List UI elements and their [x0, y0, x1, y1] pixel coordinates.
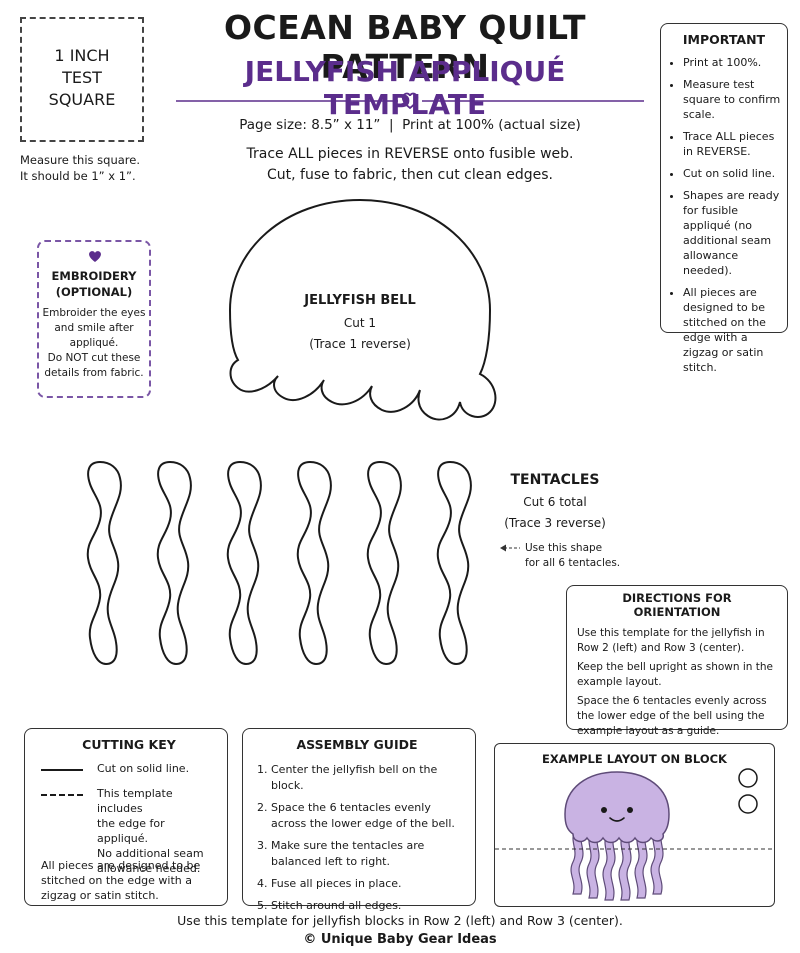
important-box: IMPORTANT Print at 100%. Measure test sq…	[660, 23, 788, 374]
test-square-line3: SQUARE	[48, 90, 116, 109]
dashed-line-label: This template includes	[97, 787, 173, 815]
assembly-step: Fuse all pieces in place.	[271, 876, 465, 892]
test-square-caption-2: It should be 1” x 1”.	[20, 169, 136, 183]
tentacle-shape	[366, 461, 402, 665]
important-item: Cut on solid line.	[683, 166, 781, 181]
directions-box: DIRECTIONS FOR ORIENTATION Use this temp…	[566, 585, 788, 737]
bell-cut: Cut 1	[343, 316, 377, 330]
jellyfish-bell-template	[228, 198, 497, 421]
embroidery-line: Do NOT cut these	[47, 352, 141, 364]
solid-line-sample	[41, 769, 83, 771]
heart-icon	[89, 251, 101, 262]
dashed-line-sample	[41, 794, 83, 796]
embroidery-line: and smile after	[54, 322, 134, 334]
directions-text-3: Space the 6 tentacles evenly across the …	[577, 695, 767, 737]
tentacles-label: TENTACLES	[510, 472, 600, 488]
solid-line-label: Cut on solid line.	[97, 762, 190, 775]
test-square-caption-1: Measure this square.	[20, 153, 141, 167]
important-item: Print at 100%.	[683, 55, 781, 70]
important-item: Shapes are ready for fusible appliqué (n…	[683, 188, 781, 278]
tentacles-cut: Cut 6 total	[523, 495, 587, 509]
dashed-line-label: No additional seam	[97, 847, 204, 860]
important-item: All pieces are designed to be stitched o…	[683, 285, 781, 375]
footer-note: Use this template for jellyfish blocks i…	[177, 913, 623, 928]
smile-icon	[609, 817, 625, 822]
embroidery-line: details from fabric.	[44, 367, 144, 379]
assembly-step: Stitch around all edges.	[271, 898, 465, 914]
tentacle-note-1: Use this shape	[525, 542, 603, 554]
directions-text-2: Keep the bell upright as shown in the ex…	[577, 661, 773, 688]
assembly-step: Space the 6 tentacles evenly across the …	[271, 800, 465, 832]
test-square: 1 INCH TEST SQUARE	[20, 17, 144, 142]
page-size-info: Page size: 8.5” x 11” | Print at 100% (a…	[239, 117, 581, 133]
tentacle-templates	[86, 461, 472, 665]
test-square-line1: 1 INCH	[54, 46, 110, 65]
heart-icon	[401, 92, 419, 110]
page-title: OCEAN BABY QUILT PATTERN	[223, 8, 587, 86]
directions-text-1: Use this template for the jellyfish in R…	[577, 627, 765, 654]
example-layout-title: EXAMPLE LAYOUT ON BLOCK	[542, 752, 727, 766]
tentacle-shape	[436, 461, 472, 665]
tentacles-trace: (Trace 3 reverse)	[504, 516, 606, 530]
heart-divider	[176, 92, 644, 110]
bell-label: JELLYFISH BELL	[304, 293, 416, 308]
trace-instruction-2: Cut, fuse to fabric, then cut clean edge…	[267, 167, 553, 183]
embroidery-line: Embroider the eyes	[42, 307, 146, 319]
tentacle-shape	[226, 461, 262, 665]
important-list: Print at 100%. Measure test square to co…	[667, 55, 781, 375]
important-item: Trace ALL pieces in REVERSE.	[683, 129, 781, 159]
cutting-key-title: CUTTING KEY	[82, 737, 176, 752]
assembly-title: ASSEMBLY GUIDE	[296, 737, 418, 752]
embroidery-subtitle: (OPTIONAL)	[55, 285, 133, 299]
cutting-key-note: All pieces are designed to be stitched o…	[41, 859, 201, 902]
example-layout-box: EXAMPLE LAYOUT ON BLOCK	[494, 743, 775, 907]
embroidery-box: EMBROIDERY (OPTIONAL) Embroider the eyes…	[37, 240, 151, 398]
important-item: Measure test square to confirm scale.	[683, 77, 781, 122]
test-square-line2: TEST	[62, 68, 102, 87]
tentacle-shape	[296, 461, 332, 665]
tentacle-note-2: for all 6 tentacles.	[525, 557, 621, 569]
embroidery-title: EMBROIDERY	[51, 269, 137, 283]
eye-icon	[627, 807, 633, 813]
bubble-icon	[738, 768, 758, 788]
bell-trace: (Trace 1 reverse)	[309, 337, 411, 351]
dashed-line-label: allowance needed.	[97, 862, 201, 875]
arrow-left-icon	[500, 544, 520, 552]
important-title: IMPORTANT	[682, 32, 766, 47]
cutting-key-box: CUTTING KEY Cut on solid line. This temp…	[24, 728, 228, 906]
bubble-icon	[738, 794, 758, 814]
example-jellyfish-illustration	[495, 768, 774, 901]
assembly-step: Center the jellyfish bell on the block.	[271, 762, 465, 794]
assembly-guide-box: ASSEMBLY GUIDE Center the jellyfish bell…	[242, 728, 476, 912]
assembly-step: Make sure the tentacles are balanced lef…	[271, 838, 465, 870]
assembly-steps: Center the jellyfish bell on the block. …	[249, 762, 465, 914]
page-subtitle: JELLYFISH APPLIQUÉ TEMPLATE	[244, 55, 566, 121]
tentacle-shape	[86, 461, 122, 665]
directions-title: DIRECTIONS FOR ORIENTATION	[622, 591, 732, 619]
tentacle-shape	[156, 461, 192, 665]
eye-icon	[601, 807, 607, 813]
embroidery-line: appliqué.	[69, 337, 119, 349]
trace-instruction-1: Trace ALL pieces in REVERSE onto fusible…	[246, 146, 574, 162]
dashed-line-label: the edge for appliqué.	[97, 817, 165, 845]
copyright: © Unique Baby Gear Ideas	[303, 932, 497, 947]
